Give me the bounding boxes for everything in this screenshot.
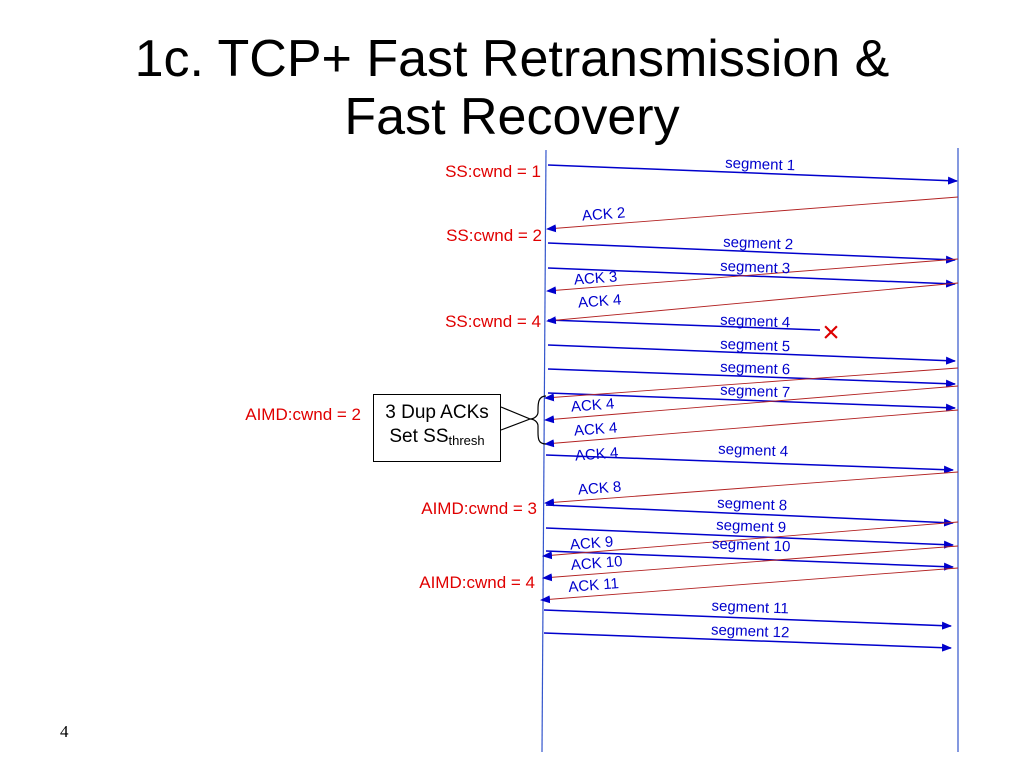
segment-8-label: segment 8 [717,495,788,515]
ack-4-arrow [546,282,959,325]
segment-10-arrow [545,550,954,571]
segment-2-label: segment 2 [723,234,794,254]
segment-4-label: segment 4 [720,312,791,332]
ack-11-label: ACK 11 [568,575,620,596]
segment-3-arrow [547,267,956,288]
ack-2-arrow [546,196,959,233]
ack-11-arrow [540,567,959,604]
ack-10-label: ACK 10 [570,553,623,574]
segment-5-arrow [547,344,956,365]
ack-4-dup3-label: ACK 4 [574,444,619,464]
segment-9-label: segment 9 [716,517,787,537]
segment-11-arrow [543,609,952,630]
ack-4-label: ACK 4 [577,291,622,311]
state-label-ss-cwnd-2: SS:cwnd = 2 [446,226,542,245]
set-ss-text: Set SS [389,426,449,447]
ack-3-label: ACK 3 [573,268,618,288]
segment-9-arrow [545,527,954,549]
state-label-ss-cwnd-1: SS:cwnd = 1 [445,162,541,181]
state-label-aimd-cwnd-2: AIMD:cwnd = 2 [245,405,361,424]
thresh-subscript: thresh [448,433,485,448]
segment-5-label: segment 5 [720,336,791,356]
slide-title-line2: Fast Recovery [344,88,680,146]
ack-10-arrow [542,545,959,582]
segment-11-label: segment 11 [711,598,789,618]
page-number: 4 [60,722,69,741]
ack-2-label: ACK 2 [581,204,626,224]
state-label-ss-cwnd-4: SS:cwnd = 4 [445,312,541,331]
ack-4-dup2-arrow [544,385,959,424]
segment-12-arrow [543,632,952,652]
dup-ack-pointer [500,406,532,431]
segment-2-arrow [547,242,956,264]
slide-title-line1: 1c. TCP+ Fast Retransmission & [134,30,890,88]
state-label-aimd-cwnd-3: AIMD:cwnd = 3 [421,499,537,518]
slide-title: 1c. TCP+ Fast Retransmission & Fast Reco… [0,30,1024,146]
segment-4-retransmit-label: segment 4 [718,441,789,461]
segment-7-arrow [547,392,956,412]
segment-1-arrow [547,164,958,185]
ack-4-dup3-arrow [544,409,959,448]
dup-acks-line1: 3 Dup ACKs [385,402,489,423]
loss-x-icon: × [822,316,840,349]
ack-8-arrow [544,471,959,507]
segment-4-retransmit-arrow [545,454,954,474]
ack-4-dup1-label: ACK 4 [570,395,615,415]
segment-12-label: segment 12 [711,622,790,642]
ack-4-dup1-arrow [544,367,959,402]
segment-3-label: segment 3 [720,258,791,278]
state-label-aimd-cwnd-4: AIMD:cwnd = 4 [419,573,535,592]
segment-8-arrow [545,504,954,527]
ack-4-dup2-label: ACK 4 [573,419,618,439]
ack-9-arrow [542,521,959,560]
segment-10-label: segment 10 [712,536,791,556]
sender-timeline [541,149,547,753]
dup-acks-box: 3 Dup ACKs Set SSthresh [373,394,501,462]
segment-4-arrow-lost [547,319,821,331]
ack-3-arrow [546,258,959,295]
ack-9-label: ACK 9 [569,533,614,553]
dup-acks-line2: Set SSthresh [374,425,500,453]
segment-7-label: segment 7 [720,382,791,402]
segment-1-label: segment 1 [725,155,796,175]
segment-6-arrow [547,368,956,388]
segment-6-label: segment 6 [720,359,791,379]
ack-8-label: ACK 8 [577,478,622,498]
